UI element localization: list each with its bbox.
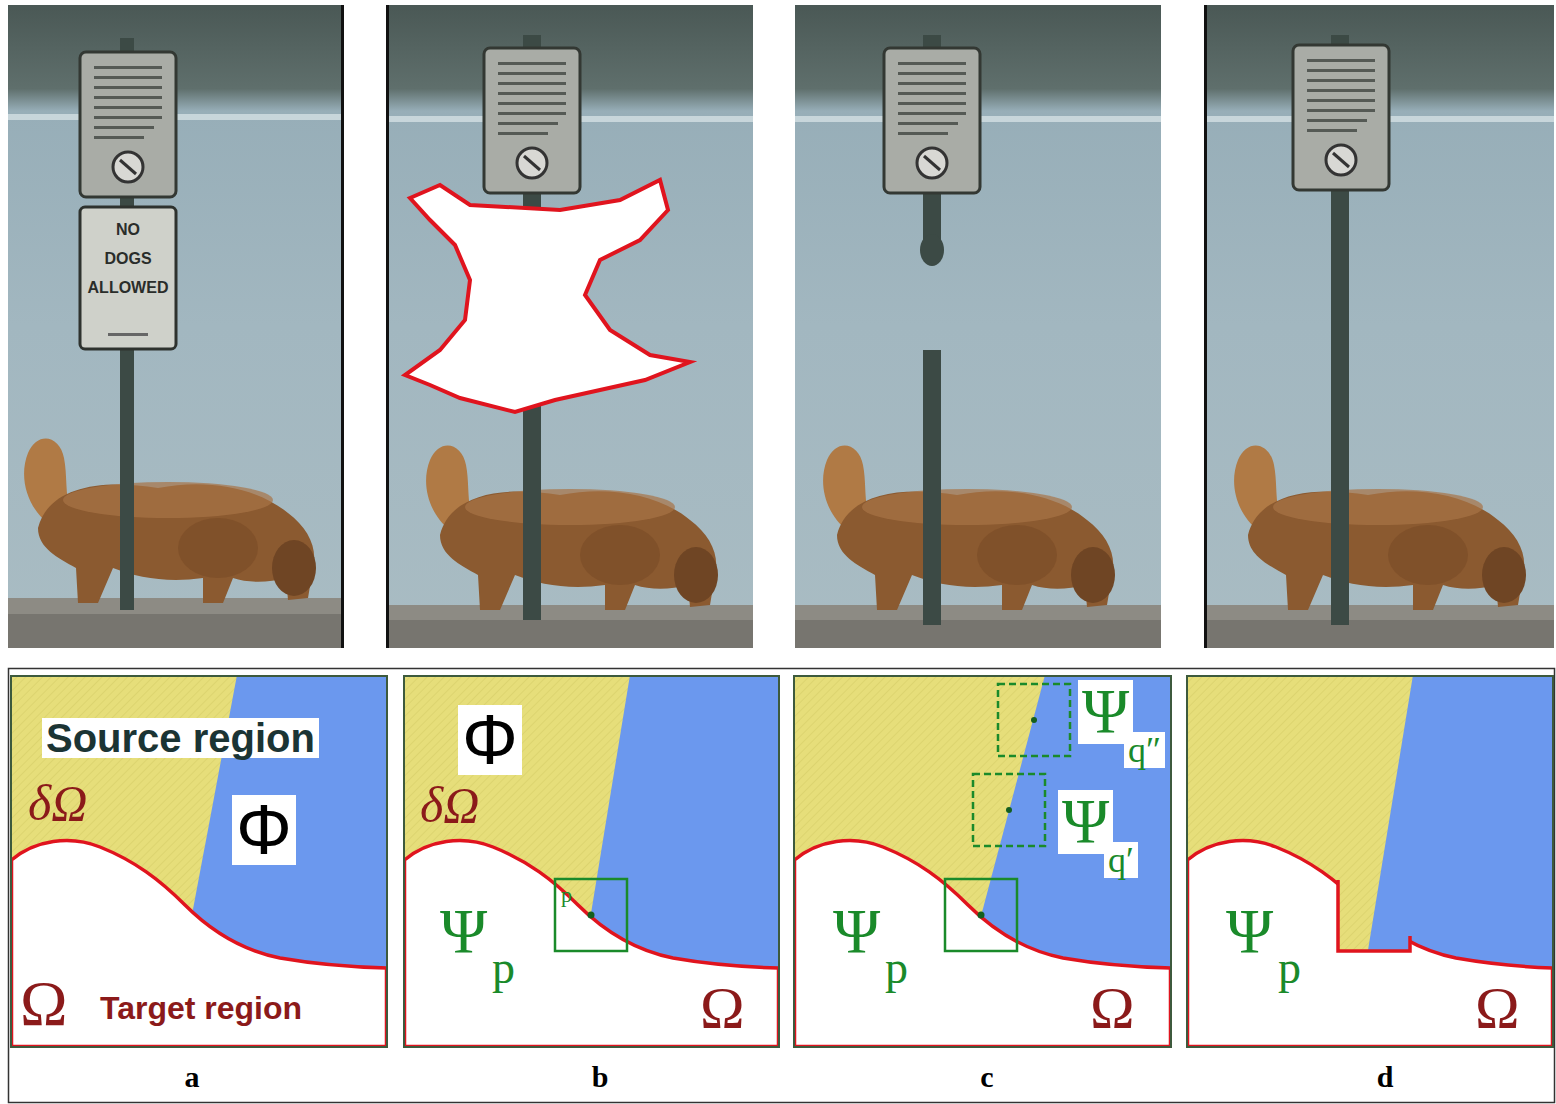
schematic-frame	[9, 669, 1555, 1103]
photo-original	[8, 5, 344, 648]
region-symbol: Φ	[232, 795, 296, 865]
region-name: Source region	[42, 718, 319, 758]
patch-subscript: q′	[1104, 842, 1138, 878]
patch-symbol: Ψ	[440, 900, 487, 964]
region-symbol: Ω	[1090, 978, 1135, 1038]
point-name: p	[561, 884, 572, 906]
schematic-panel	[1186, 675, 1556, 1048]
patch-subscript: p	[492, 945, 515, 991]
sign-text: NO	[84, 222, 172, 238]
patch-subscript: p	[885, 945, 908, 991]
photo-masked	[386, 5, 753, 648]
contour-symbol: δΩ	[28, 778, 87, 828]
region-symbol: Ω	[700, 978, 745, 1038]
panel-letter: a	[172, 1062, 212, 1092]
sign-text: ALLOWED	[84, 280, 172, 296]
schematic-panel	[793, 675, 1173, 1048]
panel-letter: d	[1365, 1062, 1405, 1092]
photo-partial-fill	[795, 5, 1161, 648]
sign-text: DOGS	[84, 251, 172, 267]
patch-symbol: Ψ	[833, 900, 880, 964]
photo-result	[1204, 5, 1554, 648]
patch-symbol: Ψ	[1226, 900, 1273, 964]
schematic-panel	[10, 675, 390, 1048]
contour-symbol: δΩ	[420, 780, 479, 830]
region-symbol: Ω	[20, 972, 68, 1036]
panel-letter: b	[580, 1062, 620, 1092]
patch-subscript: q″	[1124, 732, 1165, 768]
region-symbol: Φ	[458, 705, 522, 775]
region-symbol: Ω	[1475, 978, 1520, 1038]
schematic-panel	[403, 675, 783, 1048]
patch-subscript: p	[1278, 945, 1301, 991]
region-name: Target region	[100, 992, 302, 1024]
panel-letter: c	[967, 1062, 1007, 1092]
